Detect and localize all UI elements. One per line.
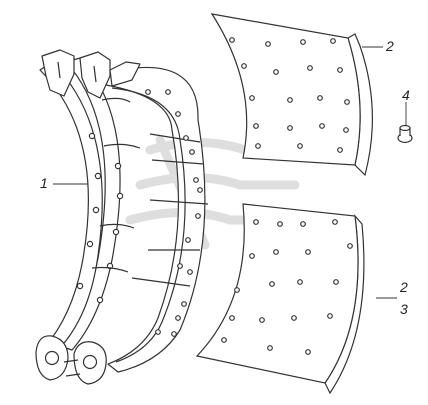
- callout-lower-lining-alt-number: 3: [400, 301, 408, 317]
- upper-brake-lining: [210, 13, 373, 177]
- callout-upper-lining-number: 2: [386, 38, 394, 54]
- rivet: [397, 124, 413, 144]
- callout-lower-lining-number: 2: [400, 279, 408, 295]
- brake-shoe: [35, 49, 209, 385]
- callout-shoe-number: 1: [40, 175, 48, 191]
- lower-brake-lining: [195, 203, 365, 395]
- leader-lines: [53, 46, 407, 299]
- callout-rivet-number: 4: [402, 87, 410, 103]
